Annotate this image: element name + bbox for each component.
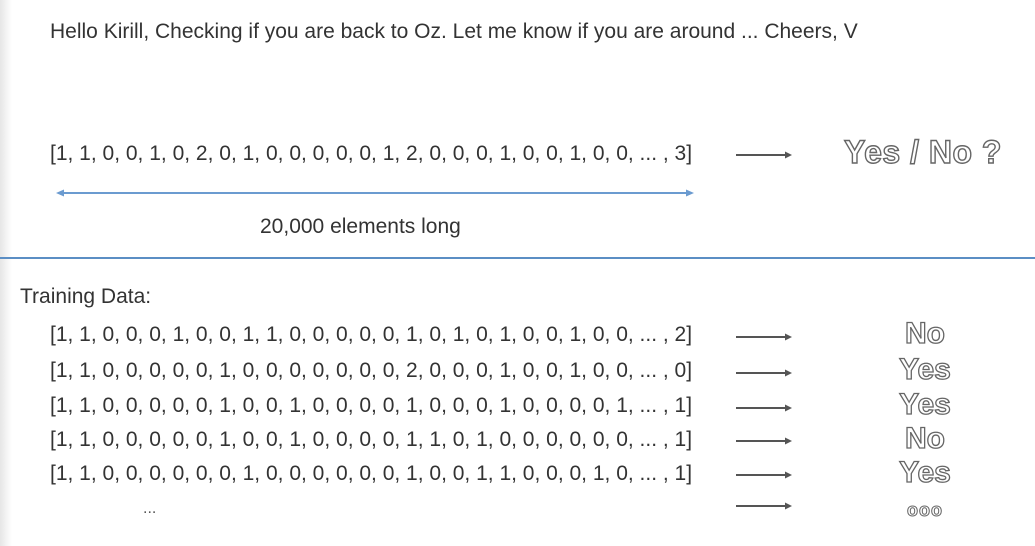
left-edge-shade [0,0,12,546]
training-row-vector: [1, 1, 0, 0, 0, 0, 0, 0, 1, 0, 0, 0, 0, … [50,462,693,485]
message-text: Hello Kirill, Checking if you are back t… [50,20,858,43]
example-vector: [1, 1, 0, 0, 1, 0, 2, 0, 1, 0, 0, 0, 0, … [50,142,693,165]
row-arrow-icon [736,471,792,479]
training-row-label: Yes [898,387,951,421]
training-row-label: No [904,316,945,350]
training-row-label: Yes [898,455,951,489]
more-labels-ellipsis: ooo [907,500,943,521]
length-span-arrow-icon [56,189,694,197]
training-row: [1, 1, 0, 0, 0, 0, 0, 1, 0, 0, 1, 0, 0, … [0,421,1035,462]
row-arrow-icon [736,437,792,445]
more-rows-ellipsis: ... [143,500,157,517]
training-row-label: No [904,421,945,455]
row-arrow-icon [736,404,792,412]
training-row-vector: [1, 1, 0, 0, 0, 0, 0, 1, 0, 0, 1, 0, 0, … [50,428,693,451]
row-arrow-icon [736,333,792,341]
training-row: [1, 1, 0, 0, 0, 1, 0, 0, 1, 1, 0, 0, 0, … [0,316,1035,357]
training-row-label: Yes [898,352,951,386]
section-divider [0,257,1035,259]
yes-no-question: Yes / No ? [843,133,1002,170]
training-row-vector: [1, 1, 0, 0, 0, 0, 0, 1, 0, 0, 1, 0, 0, … [50,394,693,417]
training-row-vector: [1, 1, 0, 0, 0, 0, 0, 1, 0, 0, 0, 0, 0, … [50,359,693,382]
example-arrow-icon [736,151,792,159]
training-row: [1, 1, 0, 0, 0, 0, 0, 0, 1, 0, 0, 0, 0, … [0,455,1035,496]
training-data-title: Training Data: [20,285,152,308]
row-arrow-icon [736,502,792,510]
length-label: 20,000 elements long [260,215,461,238]
training-row: [1, 1, 0, 0, 0, 0, 0, 1, 0, 0, 1, 0, 0, … [0,387,1035,428]
row-arrow-icon [736,369,792,377]
training-row: [1, 1, 0, 0, 0, 0, 0, 1, 0, 0, 0, 0, 0, … [0,352,1035,393]
training-row-vector: [1, 1, 0, 0, 0, 1, 0, 0, 1, 1, 0, 0, 0, … [50,323,693,346]
